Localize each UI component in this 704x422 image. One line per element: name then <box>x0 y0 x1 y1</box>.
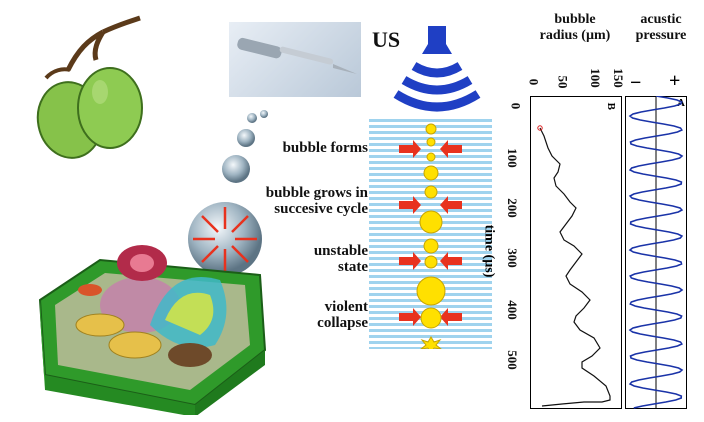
medium-stripe <box>369 269 492 272</box>
cell-icon <box>38 245 267 415</box>
radius-tick-150: 150 <box>610 68 626 88</box>
medium-stripe <box>369 329 492 332</box>
time-tick-100: 100 <box>504 148 520 168</box>
cavitation-column <box>369 119 492 349</box>
medium-stripe <box>369 209 492 212</box>
olives-icon <box>36 15 143 159</box>
radius-tick-0: 0 <box>526 78 542 86</box>
time-axis-label: time (µs) <box>481 224 497 278</box>
radius-curve <box>539 127 611 407</box>
radius-panel-letter: B <box>605 103 617 111</box>
transducer-icon <box>393 26 481 112</box>
radius-header: bubble radius (µm) <box>539 12 611 43</box>
stage-label-1: bubble forms <box>282 140 368 156</box>
radius-tick-50: 50 <box>555 75 571 89</box>
us-label: US <box>372 27 401 52</box>
medium-stripe <box>369 119 492 122</box>
pressure-plus: + <box>669 70 681 92</box>
time-tick-300: 300 <box>504 248 520 268</box>
probe-photo <box>229 22 361 97</box>
medium-stripe <box>369 161 492 164</box>
rising-bubbles <box>188 110 268 276</box>
medium-stripe <box>369 197 492 200</box>
time-tick-400: 400 <box>504 300 520 320</box>
medium-stripe <box>369 179 492 182</box>
time-tick-200: 200 <box>504 198 520 218</box>
radius-tick-100: 100 <box>587 68 603 88</box>
medium-stripe <box>369 275 492 278</box>
probe-icon <box>237 37 357 74</box>
pressure-plot: A <box>625 96 687 409</box>
pressure-header: acustic pressure <box>635 12 687 43</box>
pressure-minus: − <box>630 72 642 94</box>
medium-stripe <box>369 233 492 236</box>
radius-plot: B <box>530 96 622 409</box>
time-tick-0: 0 <box>508 102 524 110</box>
medium-stripe <box>369 203 492 206</box>
medium-stripe <box>369 305 492 308</box>
medium-stripe <box>369 149 492 152</box>
pressure-wave <box>628 96 684 409</box>
medium-stripe <box>369 335 492 338</box>
time-tick-500: 500 <box>504 350 520 370</box>
